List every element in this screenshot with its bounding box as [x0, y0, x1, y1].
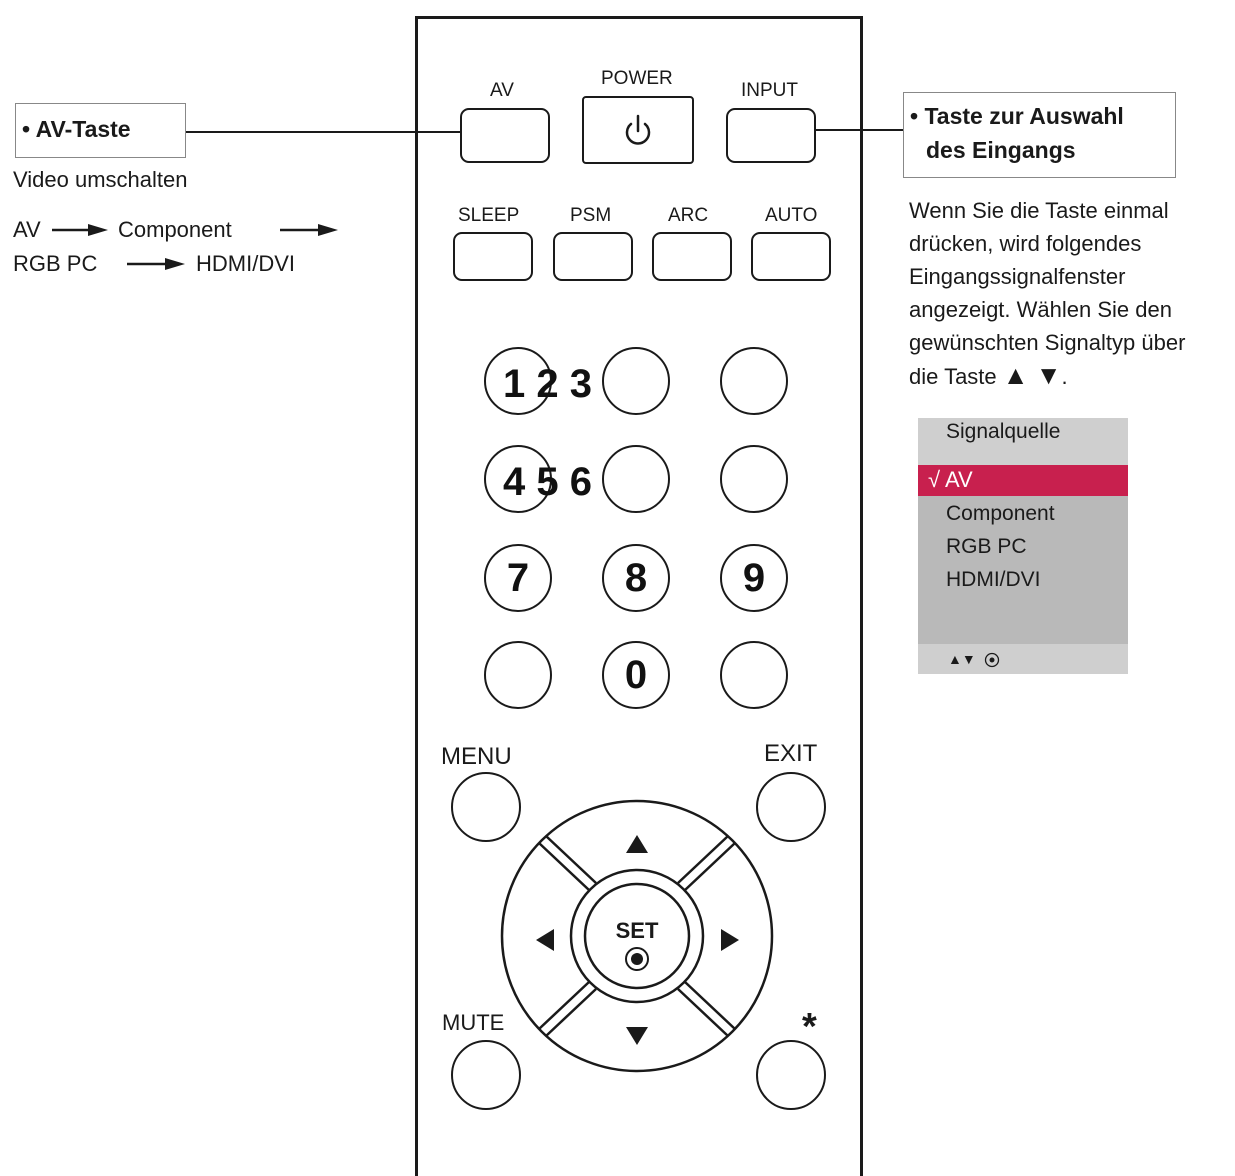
sequence-hdmi-dvi: HDMI/DVI [196, 251, 295, 276]
description-line: die Taste ▲ ▼. [909, 360, 1068, 390]
power-button[interactable] [582, 96, 694, 164]
sequence-av: AV [13, 217, 41, 242]
number-row-1-label: 1 2 3 [503, 362, 592, 406]
blank-button-left[interactable] [484, 641, 552, 709]
av-button[interactable] [460, 108, 550, 163]
number-button-8[interactable]: 8 [602, 544, 670, 612]
psm-button[interactable] [553, 232, 633, 281]
input-button[interactable] [726, 108, 816, 163]
description-line: gewünschten Signaltyp über [909, 330, 1186, 355]
number-button-9[interactable]: 9 [720, 544, 788, 612]
star-icon: * [802, 1006, 817, 1048]
arrow-right-icon [52, 224, 108, 236]
auto-button-label: AUTO [765, 205, 818, 226]
signal-option-hdmi-dvi[interactable]: HDMI/DVI [946, 568, 1041, 591]
mute-button[interactable] [451, 1040, 521, 1110]
number-button-1[interactable] [484, 347, 552, 415]
signal-source-title: Signalquelle [946, 420, 1061, 443]
input-callout-title-line1: • Taste zur Auswahl [910, 103, 1124, 129]
sequence-rgb-pc: RGB PC [13, 251, 98, 276]
signal-option-rgb-pc[interactable]: RGB PC [946, 535, 1027, 558]
set-target-icon [625, 947, 649, 971]
arc-button-label: ARC [668, 205, 709, 226]
sleep-button-label: SLEEP [458, 205, 520, 226]
star-button[interactable] [756, 1040, 826, 1110]
right-arrow-button[interactable] [721, 929, 739, 951]
number-button-5[interactable] [602, 445, 670, 513]
arrow-right-icon [127, 258, 185, 270]
signal-source-footer: ▲▼ [918, 644, 1128, 674]
signal-option-av[interactable]: √ AV [918, 465, 1128, 496]
left-arrow-button[interactable] [536, 929, 554, 951]
up-down-arrows-icon: ▲ ▼ [1002, 360, 1062, 390]
number-button-2[interactable] [602, 347, 670, 415]
description-line: Eingangssignalfenster [909, 264, 1126, 289]
number-button-0[interactable]: 0 [602, 641, 670, 709]
description-line: Wenn Sie die Taste einmal [909, 198, 1169, 223]
menu-button[interactable] [451, 772, 521, 842]
signal-source-header: Signalquelle [918, 418, 1128, 445]
input-button-label: INPUT [741, 80, 798, 101]
input-leader-line [816, 129, 904, 131]
input-callout-title-line2: des Eingangs [926, 137, 1076, 163]
sleep-button[interactable] [453, 232, 533, 281]
set-button[interactable] [583, 882, 691, 990]
down-arrow-button[interactable] [626, 1027, 648, 1045]
number-button-6[interactable] [720, 445, 788, 513]
arc-button[interactable] [652, 232, 732, 281]
description-line: drücken, wird folgendes [909, 231, 1142, 256]
psm-button-label: PSM [570, 205, 612, 226]
arrow-right-icon [280, 224, 338, 236]
power-button-label: POWER [601, 68, 673, 89]
set-target-icon [984, 652, 1000, 668]
navigation-arrows-icon: ▲▼ [948, 651, 976, 667]
number-button-7[interactable]: 7 [484, 544, 552, 612]
sequence-component: Component [118, 217, 232, 242]
dpad: SET [500, 799, 774, 1073]
av-callout-title: • AV-Taste [22, 116, 131, 142]
number-button-4[interactable] [484, 445, 552, 513]
exit-button-label: EXIT [764, 740, 818, 767]
mute-button-label: MUTE [442, 1010, 505, 1035]
av-callout-box: • AV-Taste [15, 103, 186, 158]
description-line: angezeigt. Wählen Sie den [909, 297, 1172, 322]
av-callout-subtitle: Video umschalten [13, 167, 188, 192]
auto-button[interactable] [751, 232, 831, 281]
av-leader-line [186, 131, 460, 133]
remote-control-body [415, 16, 863, 1176]
input-callout-box: • Taste zur Auswahl des Eingangs [903, 92, 1176, 178]
check-icon: √ [928, 467, 941, 492]
signal-option-label: AV [945, 467, 973, 492]
number-button-3[interactable] [720, 347, 788, 415]
set-button-label: SET [616, 918, 659, 943]
signal-option-component[interactable]: Component [946, 502, 1055, 525]
input-description: Wenn Sie die Taste einmal drücken, wird … [909, 194, 1185, 393]
power-icon [625, 114, 651, 145]
menu-button-label: MENU [441, 743, 512, 770]
number-row-2-label: 4 5 6 [503, 460, 592, 504]
blank-button-right[interactable] [720, 641, 788, 709]
av-button-label: AV [490, 80, 514, 101]
exit-button[interactable] [756, 772, 826, 842]
signal-source-menu: Signalquelle √ AV Component RGB PC HDMI/… [918, 418, 1128, 674]
up-arrow-button[interactable] [626, 835, 648, 853]
